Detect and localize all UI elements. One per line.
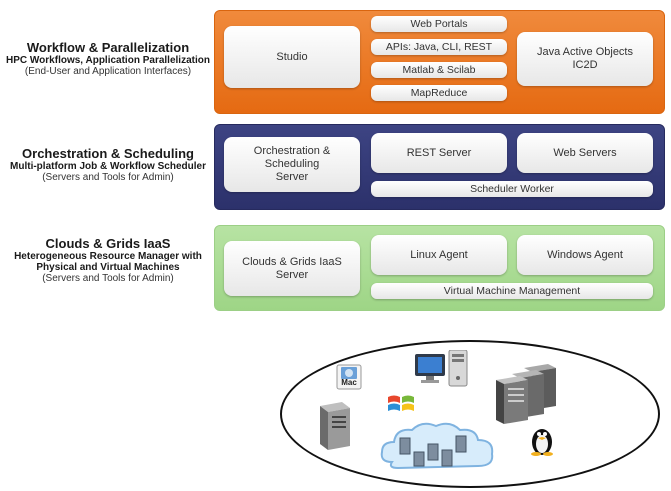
mac-badge-label: Mac bbox=[341, 378, 357, 387]
apis-label: APIs: Java, CLI, REST bbox=[385, 40, 493, 53]
linux-agent-label: Linux Agent bbox=[410, 248, 468, 261]
workflow-layer-label: Workflow & Parallelization HPC Workflows… bbox=[0, 40, 216, 77]
vm-management-box[interactable]: Virtual Machine Management bbox=[371, 283, 653, 299]
mapreduce-box[interactable]: MapReduce bbox=[371, 85, 507, 101]
clouds-layer-subtitle-line1: Heterogeneous Resource Manager with bbox=[14, 251, 202, 262]
orchestration-server-label-line1: Orchestration & Scheduling bbox=[253, 145, 331, 170]
windows-agent-label: Windows Agent bbox=[547, 248, 623, 261]
java-active-objects-box[interactable]: Java Active Objects IC2D bbox=[517, 32, 653, 86]
clouds-grids-server-label-line2: Server bbox=[275, 268, 309, 281]
orchestration-server-box[interactable]: Orchestration & Scheduling Server bbox=[224, 137, 360, 192]
rest-server-label: REST Server bbox=[406, 146, 472, 159]
clouds-grids-server-box[interactable]: Clouds & Grids IaaS Server bbox=[224, 241, 360, 296]
clouds-layer-title: Clouds & Grids IaaS bbox=[45, 236, 171, 251]
orchestration-band: Orchestration & Scheduling Server REST S… bbox=[214, 124, 665, 210]
rest-server-box[interactable]: REST Server bbox=[371, 133, 507, 173]
clouds-layer-desc: (Servers and Tools for Admin) bbox=[42, 273, 174, 284]
workflow-layer-title: Workflow & Parallelization bbox=[26, 40, 190, 55]
linux-agent-box[interactable]: Linux Agent bbox=[371, 235, 507, 275]
web-portals-label: Web Portals bbox=[410, 17, 468, 30]
windows-logo-icon bbox=[386, 392, 418, 421]
cloud-cluster-icon bbox=[378, 418, 498, 479]
linux-penguin-icon bbox=[528, 426, 556, 461]
matlab-scilab-label: Matlab & Scilab bbox=[402, 63, 476, 76]
mapreduce-label: MapReduce bbox=[410, 86, 468, 99]
orchestration-layer-subtitle: Multi-platform Job & Workflow Scheduler bbox=[10, 161, 206, 172]
web-portals-box[interactable]: Web Portals bbox=[371, 16, 507, 32]
apis-box[interactable]: APIs: Java, CLI, REST bbox=[371, 39, 507, 55]
clouds-grids-server-label-line1: Clouds & Grids IaaS bbox=[242, 255, 342, 268]
workflow-layer-subtitle: HPC Workflows, Application Parallelizati… bbox=[6, 55, 210, 66]
studio-box[interactable]: Studio bbox=[224, 26, 360, 88]
workflow-band: Studio Web Portals APIs: Java, CLI, REST… bbox=[214, 10, 665, 114]
studio-label: Studio bbox=[276, 50, 308, 63]
matlab-scilab-box[interactable]: Matlab & Scilab bbox=[371, 62, 507, 78]
web-servers-label: Web Servers bbox=[553, 146, 617, 159]
scheduler-worker-label: Scheduler Worker bbox=[470, 182, 554, 195]
vm-management-label: Virtual Machine Management bbox=[443, 284, 581, 297]
orchestration-layer-desc: (Servers and Tools for Admin) bbox=[42, 172, 174, 183]
orchestration-layer-label: Orchestration & Scheduling Multi-platfor… bbox=[0, 146, 216, 183]
mac-icon: Mac bbox=[336, 364, 362, 390]
java-active-objects-label: Java Active Objects bbox=[537, 46, 633, 58]
ic2d-label: IC2D bbox=[572, 59, 598, 71]
server-rack-icon bbox=[494, 364, 560, 429]
orchestration-server-label-line2: Server bbox=[275, 171, 309, 183]
infrastructure-ellipse bbox=[280, 340, 660, 488]
desktop-pc-icon bbox=[415, 349, 471, 393]
web-servers-box[interactable]: Web Servers bbox=[517, 133, 653, 173]
clouds-layer-label: Clouds & Grids IaaS Heterogeneous Resour… bbox=[0, 236, 216, 284]
windows-agent-box[interactable]: Windows Agent bbox=[517, 235, 653, 275]
orchestration-layer-title: Orchestration & Scheduling bbox=[22, 146, 194, 161]
workflow-layer-desc: (End-User and Application Interfaces) bbox=[24, 66, 192, 77]
scheduler-worker-box[interactable]: Scheduler Worker bbox=[371, 181, 653, 197]
server-tower-icon bbox=[316, 402, 352, 455]
clouds-band: Clouds & Grids IaaS Server Linux Agent W… bbox=[214, 225, 665, 311]
clouds-layer-subtitle-line2: Physical and Virtual Machines bbox=[36, 262, 180, 273]
